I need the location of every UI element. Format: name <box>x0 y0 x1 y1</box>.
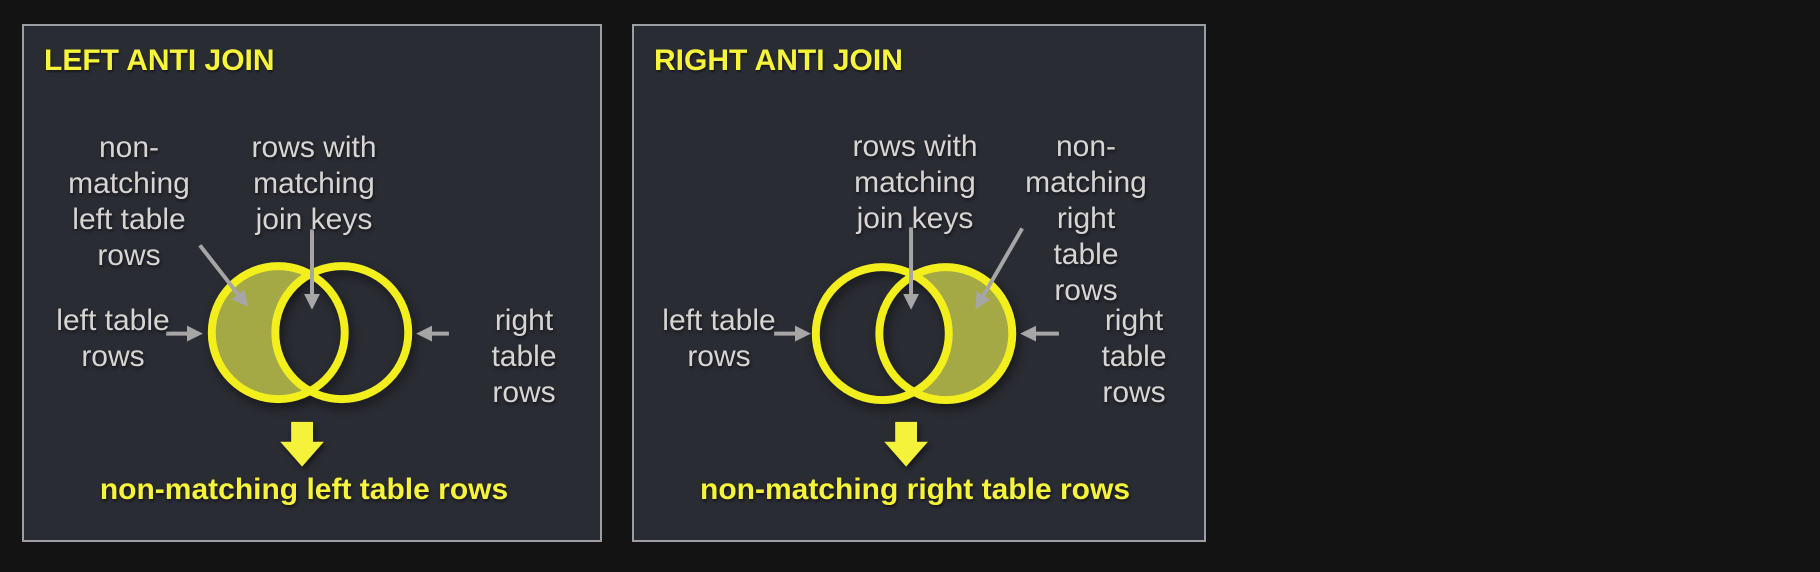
panel-left-anti-join: LEFT ANTI JOIN non- matching left table … <box>22 24 602 542</box>
down-arrow-icon <box>280 421 324 467</box>
leader-arrow-to-right-crescent <box>975 227 1024 310</box>
non-matching-right-rows-label: non- matching right table rows <box>1025 130 1147 307</box>
non-matching-left-rows-label: non- matching left table rows <box>68 131 190 272</box>
result-label: non-matching right table rows <box>699 473 1131 506</box>
left-table-rows-label: left table rows <box>56 304 170 373</box>
left-table-rows-label: left table rows <box>662 304 776 373</box>
right-table-rows-label: right table rows <box>1101 304 1167 409</box>
panel-title: RIGHT ANTI JOIN <box>654 44 903 77</box>
panel-right-anti-join: RIGHT ANTI JOIN rows with matching join … <box>632 24 1206 542</box>
leader-arrow-to-left-crescent <box>198 244 248 307</box>
matching-join-keys-label: rows with matching join keys <box>852 130 978 235</box>
right-table-circle <box>271 262 413 404</box>
result-label: non-matching left table rows <box>99 473 509 506</box>
matching-join-keys-label: rows with matching join keys <box>251 131 377 236</box>
right-table-rows-label: right table rows <box>491 304 557 409</box>
panel-title: LEFT ANTI JOIN <box>44 44 275 77</box>
left-table-circle <box>207 262 349 404</box>
left-table-circle <box>811 263 953 405</box>
right-anti-join-venn-diagram <box>634 26 1204 540</box>
left-anti-join-venn-diagram <box>24 26 600 540</box>
right-table-circle <box>875 263 1017 405</box>
highlighted-right-crescent <box>634 26 1204 540</box>
